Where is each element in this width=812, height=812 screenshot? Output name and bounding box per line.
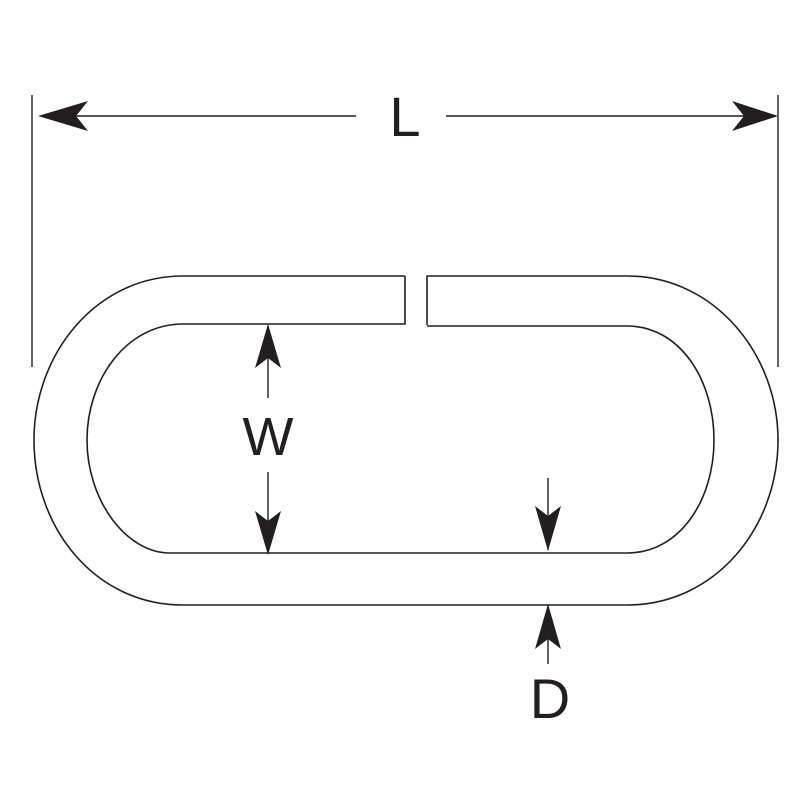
length-arrow-left: [38, 101, 88, 131]
link-outer-contour: [33, 275, 779, 606]
length-label: L: [389, 85, 420, 148]
diameter-dimension: D: [530, 478, 570, 730]
length-arrow-right: [732, 101, 778, 131]
width-label: W: [243, 407, 294, 467]
link-outline: [33, 275, 779, 606]
length-dimension: L: [31, 85, 779, 367]
diameter-label: D: [530, 667, 570, 730]
diameter-arrow-top: [535, 506, 561, 551]
width-dimension: W: [243, 324, 294, 555]
link-inner-contour: [86, 276, 715, 554]
diameter-arrow-bottom: [535, 604, 561, 649]
width-arrow-bottom: [255, 511, 281, 555]
width-arrow-top: [255, 324, 281, 368]
